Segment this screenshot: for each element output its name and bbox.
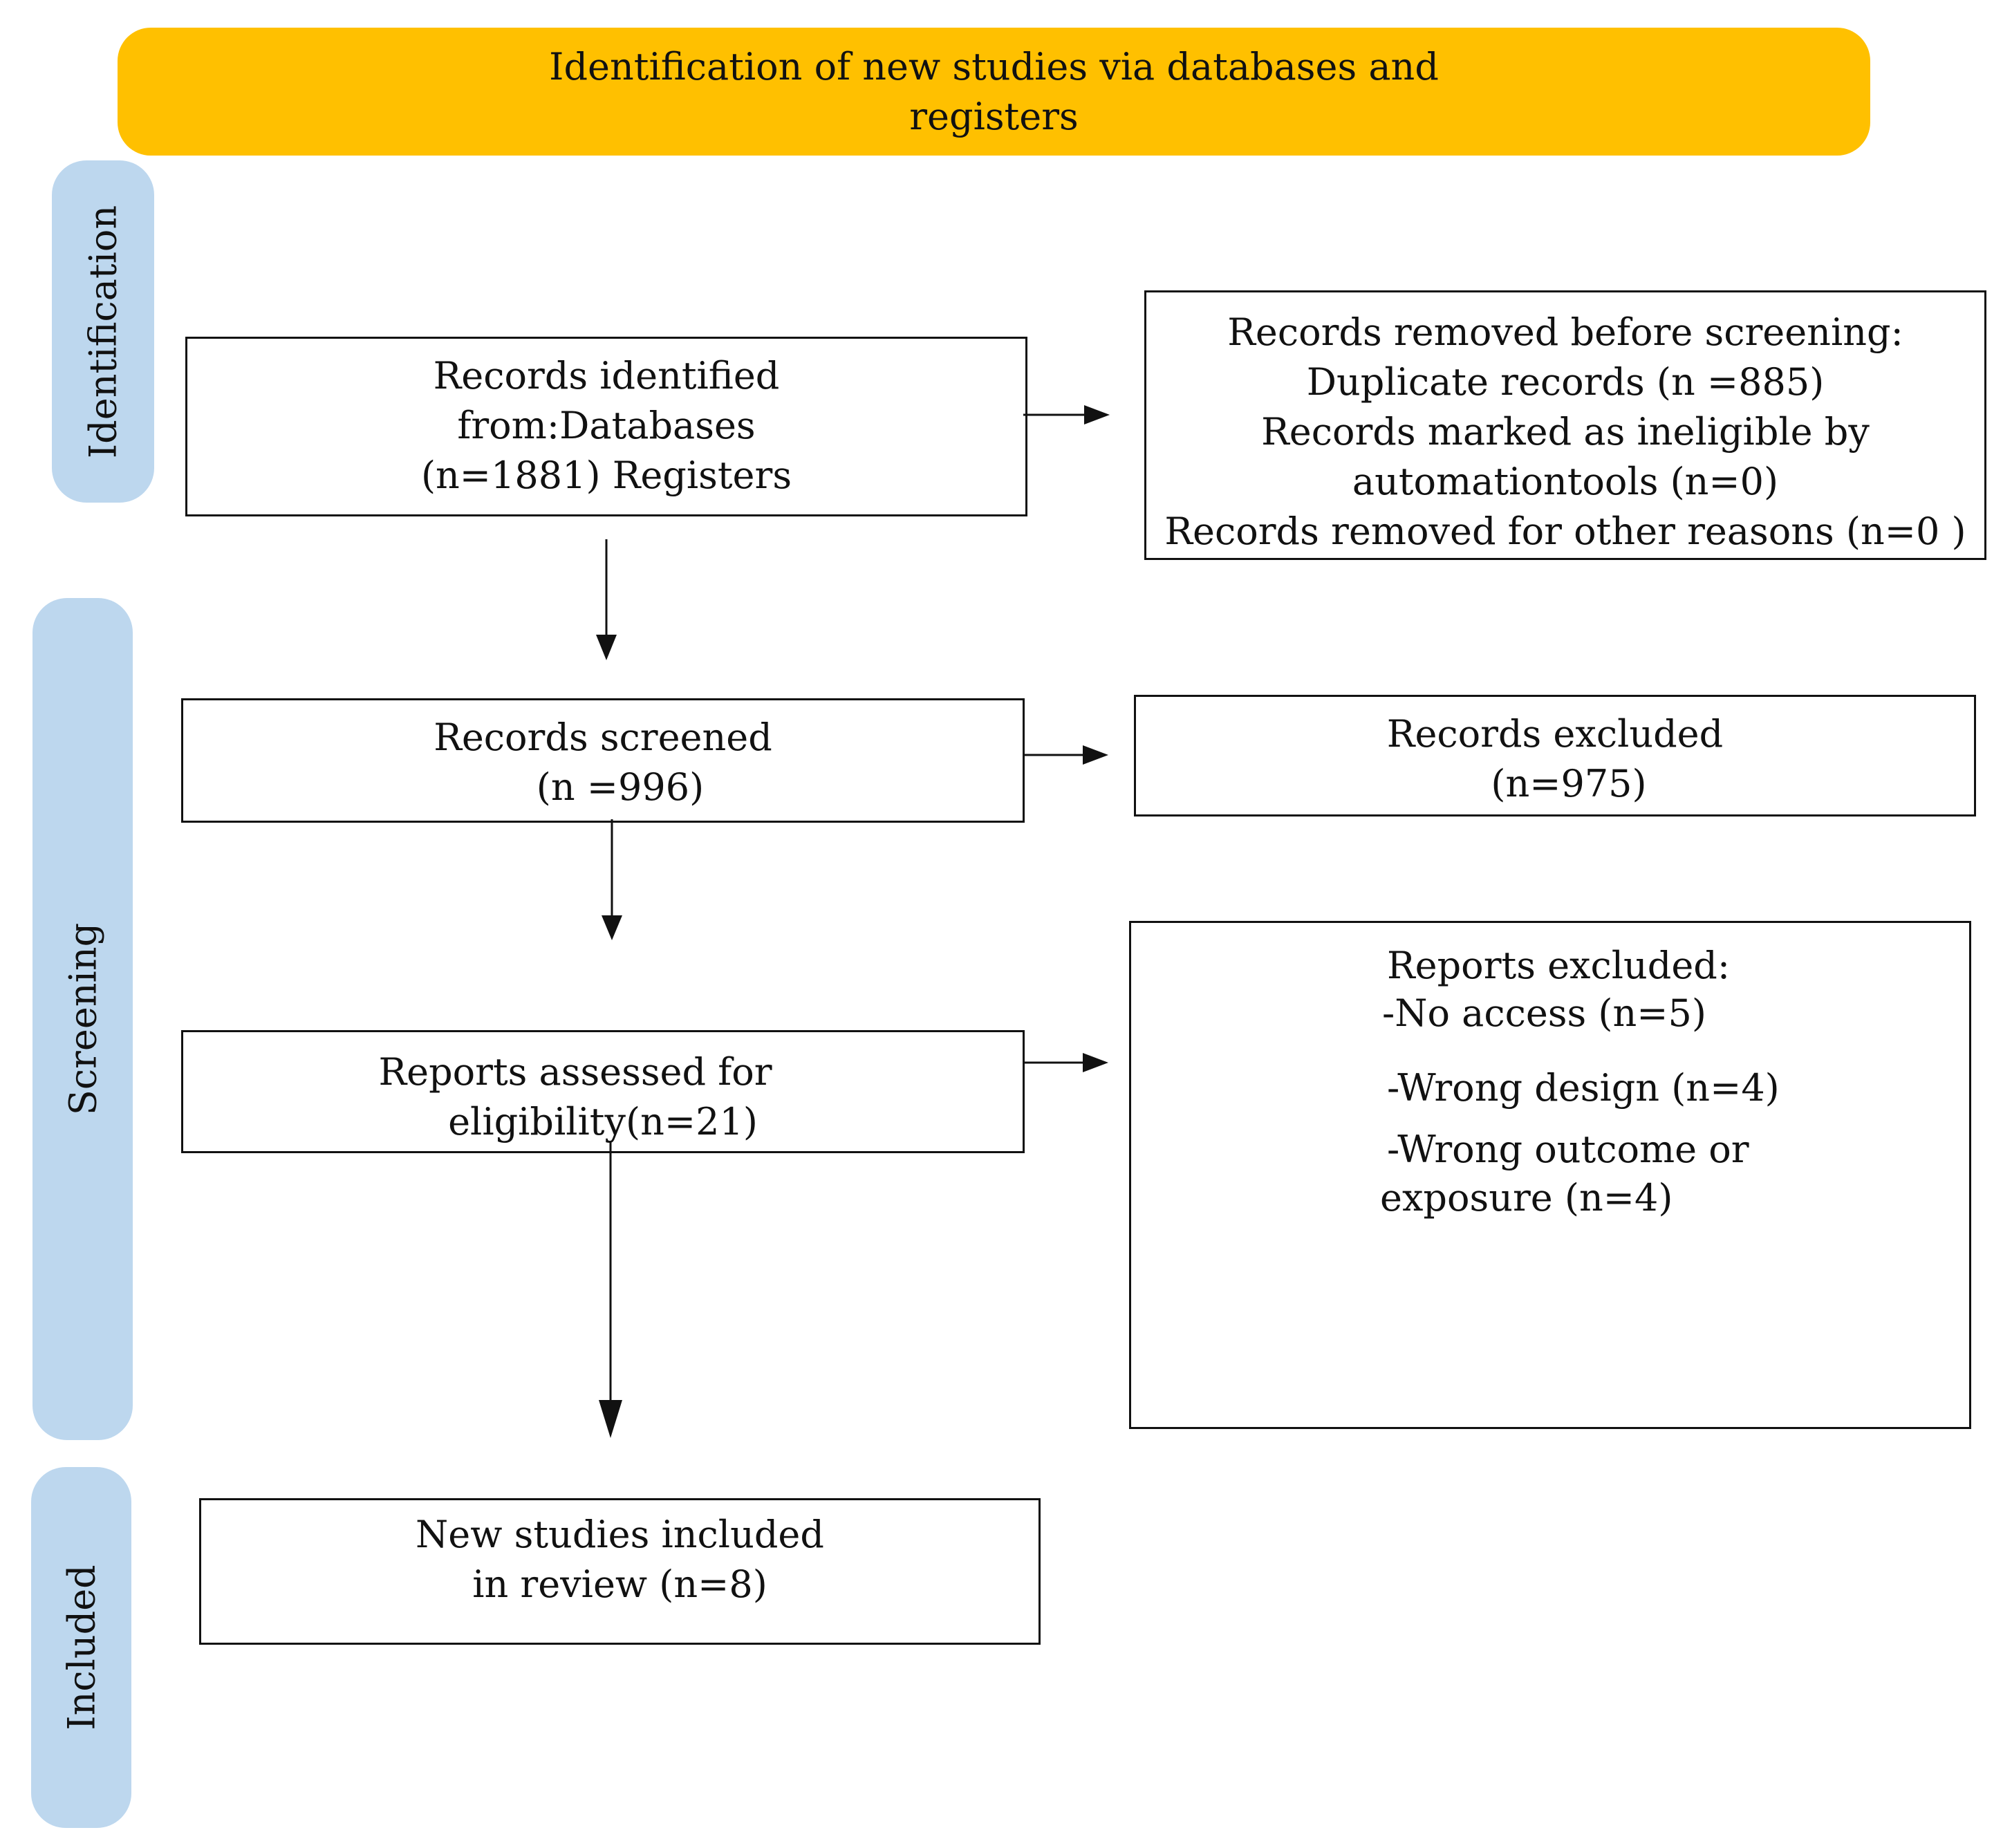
included-studies-box: New studies included in review (n=8) [199,1498,1041,1645]
wrong-outcome-item-line2: exposure (n=4) [1380,1176,1673,1220]
reports-assessed-box: Reports assessed for eligibility(n=21) [181,1030,1025,1153]
records-screened-line2: (n =996) [536,765,705,809]
arrowhead-screened-to-assessed [602,915,622,940]
header-banner: Identification of new studies via databa… [118,28,1870,156]
phase-included: Included [31,1467,131,1828]
records-removed-title: Records removed before screening: [1227,310,1903,354]
reports-excluded-title: Reports excluded: [1387,944,1731,987]
reports-assessed-line1: Reports assessed for [378,1050,772,1094]
records-screened-box: Records screened (n =996) [181,698,1025,823]
records-excluded-line2: (n=975) [1491,762,1647,805]
banner-title-line1: Identification of new studies via databa… [549,44,1439,88]
wrong-design-item: -Wrong design (n=4) [1387,1066,1780,1110]
arrowhead-screened-to-excluded [1083,745,1108,765]
no-access-item: -No access (n=5) [1382,991,1706,1035]
arrowhead-identified-to-screened [596,635,617,660]
arrowhead-assessed-to-reports-excluded [1083,1053,1108,1072]
included-studies-line2: in review (n=8) [472,1562,767,1606]
records-identified-line3: (n=1881) Registers [420,454,792,497]
arrowhead-identified-to-removed [1084,405,1110,424]
ineligible-records-line2: automationtools (n=0) [1352,460,1779,503]
records-identified-line1: Records identified [433,354,780,398]
records-excluded-box: Records excluded (n=975) [1134,695,1976,816]
phase-identification: Identification [52,160,154,503]
records-identified-box: Records identified from:Databases (n=188… [185,337,1027,516]
records-identified-line2: from:Databases [457,404,756,447]
wrong-outcome-item-line1: -Wrong outcome or [1387,1128,1749,1171]
included-studies-line1: New studies included [416,1513,824,1556]
records-removed-box: Records removed before screening: Duplic… [1144,290,1986,560]
banner-title: Identification of new studies via databa… [476,42,1513,142]
arrowhead-assessed-to-included [599,1400,622,1438]
records-screened-line1: Records screened [434,716,772,759]
reports-excluded-box: Reports excluded: -No access (n=5) -Wron… [1129,921,1971,1429]
reports-assessed-line2: eligibility(n=21) [448,1100,758,1144]
records-excluded-line1: Records excluded [1386,712,1724,756]
duplicate-records: Duplicate records (n =885) [1306,360,1825,404]
other-reasons-records: Records removed for other reasons (n=0 ) [1164,510,1966,553]
banner-title-line2: registers [909,94,1079,138]
phase-screening: Screening [32,598,133,1440]
ineligible-records-line1: Records marked as ineligible by [1261,410,1870,454]
